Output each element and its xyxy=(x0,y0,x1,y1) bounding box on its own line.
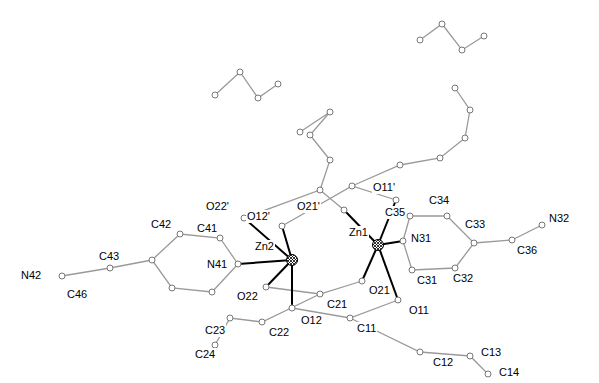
atom-label: C11 xyxy=(356,322,377,335)
atom-label: C46 xyxy=(66,288,88,301)
atom-label: C34 xyxy=(428,194,450,207)
atom-label: C43 xyxy=(98,250,120,263)
ligand-bonds xyxy=(62,24,542,374)
atom-label: C35 xyxy=(384,206,406,219)
atom-label: C24 xyxy=(194,348,216,361)
atom-label: Zn2 xyxy=(254,240,275,253)
atom-label: O22 xyxy=(236,290,259,303)
atom-label: O11' xyxy=(372,181,396,194)
atom-label: C42 xyxy=(150,218,172,231)
atom-label: C12 xyxy=(432,356,454,369)
zinc-atoms xyxy=(287,240,384,266)
atom-label: O12 xyxy=(300,314,323,327)
atom-label: O11 xyxy=(408,304,430,317)
atoms xyxy=(59,21,545,377)
atom-label: C33 xyxy=(464,218,486,231)
atom-label: C32 xyxy=(452,272,474,285)
atom-label: C22 xyxy=(268,326,290,339)
atom-label: O21' xyxy=(296,200,321,213)
atom-label: C21 xyxy=(326,298,348,311)
atom-label: N41 xyxy=(206,258,228,271)
atom-label: C36 xyxy=(516,244,538,257)
atom-label: Zn1 xyxy=(348,226,369,239)
atom-label: O12' xyxy=(246,210,271,223)
atom-label: C23 xyxy=(204,324,226,337)
atom-label: C13 xyxy=(480,346,502,359)
atom-label: C14 xyxy=(498,366,520,379)
atom-label: C31 xyxy=(416,274,438,287)
atom-label: C41 xyxy=(196,222,218,235)
atom-label: O22' xyxy=(205,200,230,213)
zinc-bonds xyxy=(238,200,403,308)
atom-label: N31 xyxy=(410,232,432,245)
atom-label: N32 xyxy=(548,212,570,225)
atom-label: O21 xyxy=(368,284,391,297)
atom-label: N42 xyxy=(20,269,42,282)
